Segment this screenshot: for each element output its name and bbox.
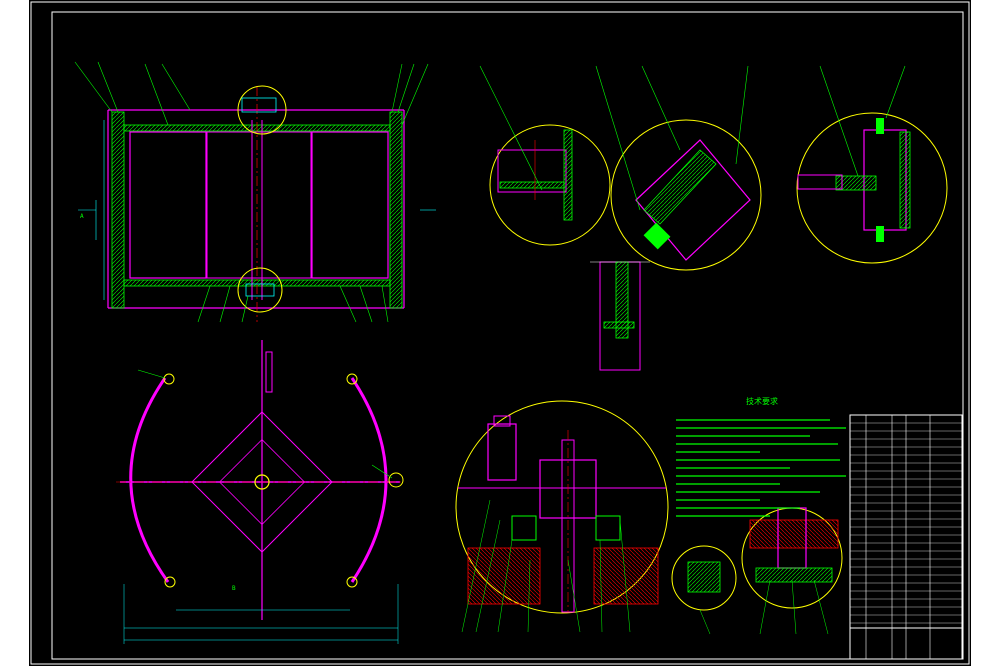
inner-frame [51, 11, 964, 660]
detail-view-1 [479, 65, 611, 246]
drawing-sheet: 技术要求 A B [29, 0, 971, 666]
section-label-a: A [80, 213, 84, 220]
outer-frame [30, 1, 970, 665]
title-block [849, 414, 963, 660]
small-detail-view [671, 545, 737, 635]
cad-drawing: 技术要求 A B [30, 1, 970, 665]
detail-view-2 [595, 65, 762, 271]
section-label-b: B [232, 585, 236, 592]
front-elevation-view [74, 61, 436, 323]
detail-view-4 [590, 261, 650, 371]
tech-notes-title: 技术要求 [746, 396, 778, 406]
tech-notes-body [676, 419, 846, 517]
plan-view [116, 340, 404, 644]
tech-notes: 技术要求 [676, 396, 846, 517]
bearing-detail-view [741, 507, 843, 635]
drive-section-view [455, 400, 669, 633]
detail-view-3 [796, 65, 948, 264]
